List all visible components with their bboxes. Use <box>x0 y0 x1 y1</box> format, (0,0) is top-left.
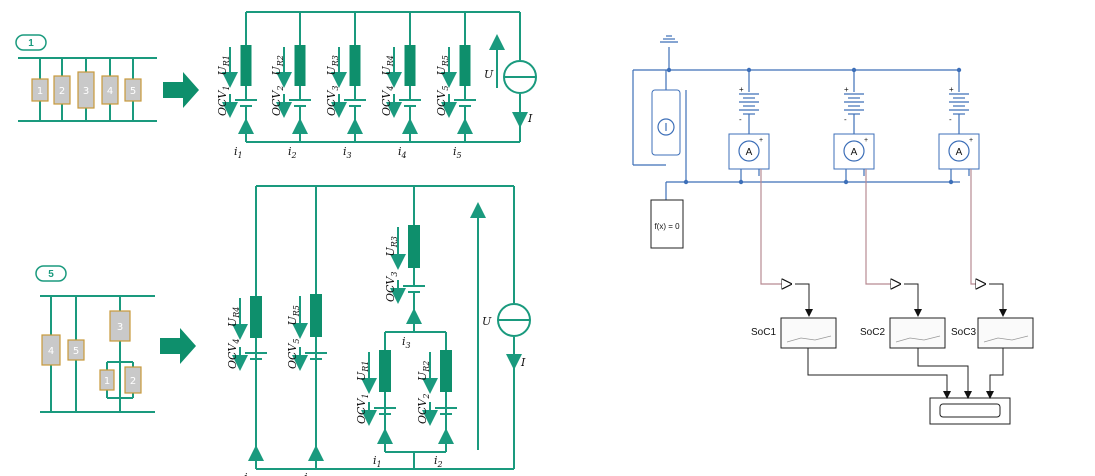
simulink-model: f(x) = 0 + - A + SoC1 + - A + SoC2 + - A + SoC3 <box>632 35 1034 425</box>
config-badge-label: 1 <box>28 38 34 49</box>
resistor <box>250 296 262 338</box>
resistor <box>408 225 420 268</box>
config-badge-label: 5 <box>48 269 54 280</box>
cell-block-label: 5 <box>73 346 79 357</box>
ammeter-icon: A <box>851 147 858 158</box>
branch-current-label: i4 <box>244 471 253 476</box>
resistor-voltage-label: UR4 <box>380 55 395 75</box>
source-current-label: I <box>527 112 533 125</box>
ocv-label: OCV4 <box>380 86 395 116</box>
cell-block-label: 4 <box>48 346 54 357</box>
arrow-icon <box>163 72 199 108</box>
cell-block <box>99 369 115 391</box>
ammeter-block <box>728 133 770 170</box>
config-1-schematic: 1 1 2 3 4 5 <box>15 34 157 122</box>
resistor <box>240 45 252 86</box>
cell-block <box>124 366 142 394</box>
branch-current-label: i4 <box>398 145 407 160</box>
cell-block-label: 4 <box>107 86 113 97</box>
config-badge <box>15 34 47 51</box>
resistor <box>404 45 416 86</box>
cell-block-label: 3 <box>117 322 123 333</box>
config-5-schematic: 5 4 5 3 1 2 <box>35 265 155 413</box>
minus-sign: - <box>739 115 742 124</box>
resistor-voltage-label: UR3 <box>325 55 340 75</box>
cell-block-label: 3 <box>83 86 89 97</box>
solver-label: f(x) = 0 <box>654 222 680 231</box>
plus-sign: + <box>864 137 868 144</box>
ammeter-icon: A <box>746 147 753 158</box>
source-current-label: I <box>520 356 526 369</box>
minus-sign: - <box>844 115 847 124</box>
cell-block <box>109 310 131 342</box>
cell-block <box>31 78 49 102</box>
minus-sign: - <box>949 115 952 124</box>
cell-block-label: 2 <box>59 86 65 97</box>
soc-estimator-block <box>977 317 1034 349</box>
cell-block <box>41 334 61 366</box>
ocv-label: OCV3 <box>384 272 399 302</box>
ocv-label: OCV3 <box>325 86 340 116</box>
resistor-voltage-label: UR2 <box>416 361 431 381</box>
resistor <box>459 45 471 86</box>
branch-current-label: i2 <box>288 145 297 160</box>
config-badge <box>35 265 67 282</box>
resistor-voltage-label: UR2 <box>270 55 285 75</box>
soc-label: SoC3 <box>951 327 976 338</box>
branch-current-label: i5 <box>453 145 462 160</box>
soc-label: SoC2 <box>860 327 885 338</box>
ocv-label: OCV2 <box>270 86 285 116</box>
resistor-voltage-label: UR3 <box>384 236 399 256</box>
cell-block <box>53 75 71 105</box>
plus-sign: + <box>844 85 849 94</box>
cell-block <box>124 78 142 102</box>
source-voltage-label: U <box>484 68 494 81</box>
cell-block <box>101 75 119 105</box>
resistor <box>379 350 391 392</box>
branch-current-label: i1 <box>234 145 243 160</box>
ocv-label: OCV4 <box>226 339 241 369</box>
ocv-label: OCV5 <box>435 86 450 116</box>
cell-block-label: 2 <box>130 376 136 387</box>
ocv-label: OCV1 <box>355 394 370 424</box>
resistor <box>349 45 361 86</box>
branch-current-label: i2 <box>434 454 443 469</box>
cell-block-label: 5 <box>130 86 136 97</box>
cell-block-label: 1 <box>104 376 110 387</box>
source-voltage-label: U <box>482 315 492 328</box>
resistor <box>440 350 452 392</box>
plus-sign: + <box>969 137 973 144</box>
cell-block-label: 1 <box>37 86 43 97</box>
ammeter-icon: A <box>956 147 963 158</box>
resistor <box>310 294 322 337</box>
ocv-label: OCV2 <box>416 394 431 424</box>
ocv-label: OCV5 <box>286 339 301 369</box>
plus-sign: + <box>739 85 744 94</box>
resistor-voltage-label: UR5 <box>435 55 450 75</box>
soc-estimator-block <box>780 317 837 349</box>
branch-current-label: i1 <box>373 454 382 469</box>
cell-block <box>67 339 85 361</box>
cell-block <box>77 71 95 109</box>
ocv-label: OCV1 <box>216 86 231 116</box>
solver-configuration-block <box>650 199 684 249</box>
resistor-voltage-label: UR4 <box>226 307 241 327</box>
branch-current-label: i3 <box>402 335 411 350</box>
ammeter-block <box>833 133 875 170</box>
plus-sign: + <box>949 85 954 94</box>
arrow-icon <box>160 328 196 364</box>
resistor <box>294 45 306 86</box>
resistor-voltage-label: UR1 <box>355 361 370 381</box>
plus-sign: + <box>759 137 763 144</box>
resistor-voltage-label: UR1 <box>216 55 231 75</box>
resistor-voltage-label: UR5 <box>286 305 301 325</box>
branch-current-label: i5 <box>304 471 313 476</box>
branch-current-label: i3 <box>343 145 352 160</box>
soc-estimator-block <box>889 317 946 349</box>
soc-label: SoC1 <box>751 327 776 338</box>
